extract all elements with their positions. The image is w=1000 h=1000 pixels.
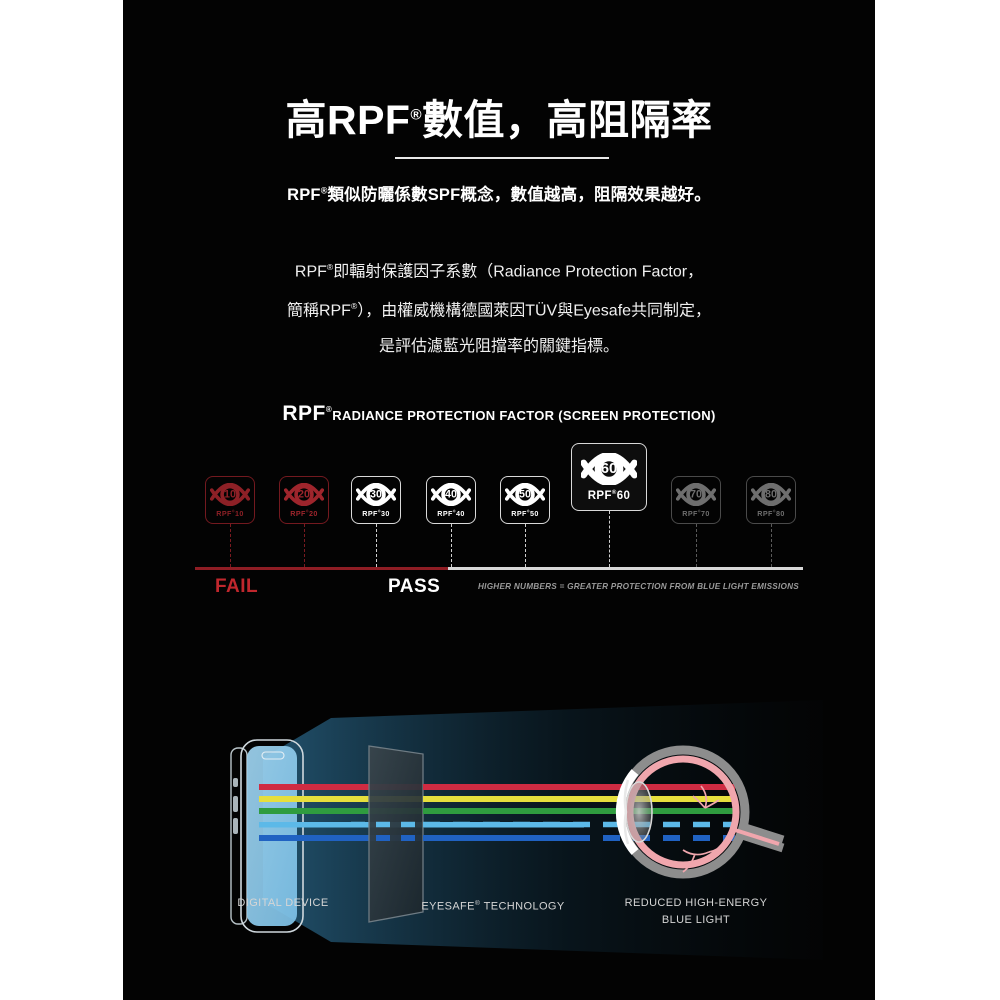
scale-title: RPF®RADIANCE PROTECTION FACTOR (SCREEN P… <box>123 402 875 426</box>
caption-reduced-blue-light: REDUCED HIGH-ENERGY BLUE LIGHT <box>624 897 768 926</box>
paragraph-brand: RPF <box>294 263 327 281</box>
scale-axis-pass <box>448 567 803 570</box>
registered-mark-icon: ® <box>350 301 358 312</box>
paragraph-line-2-text: ），由權威機構德國萊因TÜV與Eyesafe共同制定， <box>357 302 712 320</box>
rpf-badge-connector <box>608 511 610 567</box>
rpf-badge-connector <box>303 524 305 567</box>
caption-eyesafe-technology: EYESAFE® TECHNOLOGY <box>421 900 565 913</box>
blood-vessels <box>682 785 726 873</box>
rpf-badge-label: RPF®80 <box>757 508 785 518</box>
rpf-badge-connector <box>770 524 772 567</box>
rpf-scale: FAIL PASS HIGHER NUMBERS = GREATER PROTE… <box>123 436 875 606</box>
subtitle: RPF®類似防曬係數SPF概念，數值越高，阻隔效果越好。 <box>123 181 875 205</box>
rpf-badge-number: 70 <box>690 488 702 500</box>
page-title-prefix: 高 <box>285 97 327 143</box>
rpf-badge-label: RPF®30 <box>362 508 390 518</box>
scale-note: HIGHER NUMBERS = GREATER PROTECTION FROM… <box>478 582 800 591</box>
rpf-badge-number: 10 <box>224 488 236 500</box>
eye-cross-section <box>615 745 785 879</box>
rpf-badge-connector <box>375 524 377 567</box>
rpf-badge-number: 80 <box>765 488 777 500</box>
scale-title-brand: RPF® <box>282 402 333 425</box>
eye-icon: 60 <box>581 452 637 485</box>
black-panel: 高RPF®數值，高阻隔率 RPF®類似防曬係數SPF概念，數值越高，阻隔效果越好… <box>123 0 875 1000</box>
eye-icon: 40 <box>431 482 471 506</box>
rpf-badge-label: RPF®10 <box>216 508 244 518</box>
description-paragraph: RPF®即輻射保護因子系數（Radiance Protection Factor… <box>123 250 875 364</box>
scale-title-text: RADIANCE PROTECTION FACTOR (SCREEN PROTE… <box>332 408 716 423</box>
rpf-badge-label: RPF®40 <box>437 508 465 518</box>
ray-yellow-out <box>423 796 735 802</box>
registered-mark-icon: ® <box>410 106 423 124</box>
ray-group-dashed-left <box>351 821 423 841</box>
rpf-badge-connector <box>450 524 452 567</box>
rpf-badge-number: 40 <box>445 488 457 500</box>
scale-axis-fail <box>195 567 448 570</box>
subtitle-brand: RPF <box>287 186 321 204</box>
registered-mark-icon: ® <box>325 405 333 414</box>
title-divider <box>395 157 609 159</box>
registered-mark-icon: ® <box>326 262 334 272</box>
rpf-badge-connector <box>695 524 697 567</box>
eye-icon: 10 <box>210 482 250 506</box>
rpf-badge-connector <box>524 524 526 567</box>
ray-red-out <box>423 784 735 790</box>
eye-lens <box>625 781 653 843</box>
paragraph-line-2: 簡稱RPF®），由權威機構德國萊因TÜV與Eyesafe共同制定， <box>123 289 875 328</box>
paragraph-line-1-text: 即輻射保護因子系數（Radiance Protection Factor， <box>333 263 704 281</box>
eye-icon: 30 <box>356 482 396 506</box>
light-path-svg <box>230 700 823 960</box>
rpf-badge-label: RPF®70 <box>682 508 710 518</box>
registered-mark-icon: ® <box>474 900 481 907</box>
page-title-brand: RPF <box>326 97 411 143</box>
registered-mark-icon: ® <box>320 185 328 196</box>
rpf-badge-label: RPF®60 <box>587 489 631 502</box>
rpf-badge-number: 50 <box>519 488 531 500</box>
paragraph-line-2-head: 簡稱RPF <box>286 302 351 320</box>
rpf-badge-label: RPF®50 <box>511 508 539 518</box>
rpf-badge-number: 60 <box>601 461 618 477</box>
paragraph-line-1: RPF®即輻射保護因子系數（Radiance Protection Factor… <box>123 250 875 289</box>
fail-label: FAIL <box>215 576 259 597</box>
rpf-badge-number: 30 <box>370 488 382 500</box>
pass-label: PASS <box>388 576 441 597</box>
rpf-badge-connector <box>229 524 231 567</box>
eyesafe-glass-panel <box>368 745 424 923</box>
eye-icon: 50 <box>505 482 545 506</box>
rpf-badge-label: RPF®20 <box>290 508 318 518</box>
page-title: 高RPF®數值，高阻隔率 <box>123 86 875 146</box>
eye-icon: 20 <box>284 482 324 506</box>
caption-digital-device: DIGITAL DEVICE <box>237 897 329 909</box>
ray-green-out <box>423 808 735 814</box>
eye-icon: 80 <box>751 482 791 506</box>
page-title-suffix: 數值，高阻隔率 <box>422 97 713 143</box>
ray-group-outgoing <box>423 784 735 841</box>
light-path-diagram: DIGITAL DEVICE EYESAFE® TECHNOLOGY REDUC… <box>123 700 875 960</box>
subtitle-text: 類似防曬係數SPF概念，數值越高，阻隔效果越好。 <box>327 186 711 204</box>
rpf-badge-number: 20 <box>298 488 310 500</box>
optic-nerve <box>737 821 785 853</box>
eye-icon: 70 <box>676 482 716 506</box>
paragraph-line-3: 是評估濾藍光阻擋率的關鍵指標。 <box>378 337 619 355</box>
